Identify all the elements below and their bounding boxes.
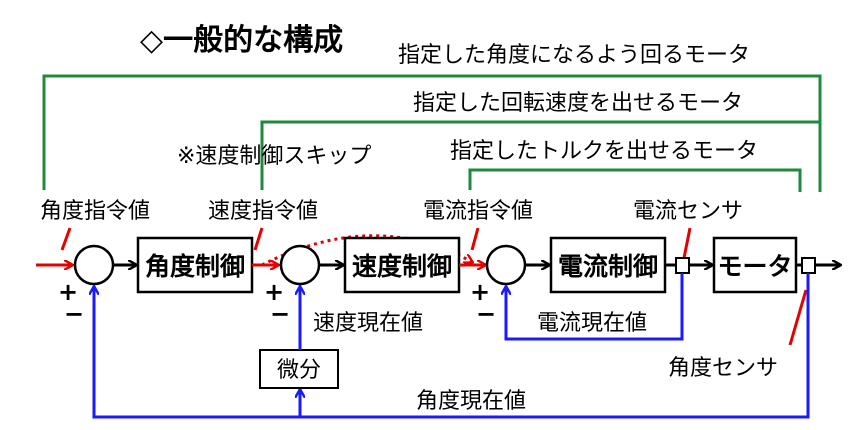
angle-sensor-pointer [788,289,808,346]
speed-ref-label: 速度指令値 [208,199,318,224]
angle-feedback-label: 角度現在値 [416,389,526,414]
current-sensor-label: 電流センサ [633,199,743,224]
current-feedback-label: 電流現在値 [537,311,647,336]
speed-control-label: 速度制御 [352,252,452,281]
summing-junction-current [485,244,527,286]
motor-label: モータ [717,252,792,281]
minus-sign-2: − [270,300,290,328]
summing-junction-angle [73,244,115,286]
summing-junction-speed [279,244,321,286]
minus-sign-3: − [476,300,496,328]
current-ref-label: 電流指令値 [423,199,533,224]
diagram-title: ◇一般的な構成 [140,23,343,58]
plus-sign-2: + [264,278,284,306]
current-feedback-line [506,273,684,341]
current-control-label: 電流制御 [558,252,658,281]
inner-loop-label: 指定したトルクを出せるモータ [450,139,758,164]
angle-control-label: 角度制御 [145,252,245,281]
outer-loop-label: 指定した角度になるよう回るモータ [398,43,750,68]
current-sensor-box [675,257,690,274]
angle-feedback-line [94,273,810,419]
angle-ref-pointer [60,227,72,251]
angle-sensor-box [801,257,816,274]
outer-loop-bracket [42,74,822,192]
plus-sign-1: + [58,278,78,306]
current-ref-pointer [470,227,480,251]
middle-loop-label: 指定した回転速度を出せるモータ [413,91,743,116]
plus-sign-3: + [470,278,490,306]
angle-sensor-label: 角度センサ [668,356,778,381]
angle-ref-label: 角度指令値 [40,199,150,224]
speed-feedback-label: 速度現在値 [313,311,423,336]
speed-ref-pointer [253,227,264,251]
current-sensor-pointer [682,227,692,259]
middle-loop-bracket [260,120,820,190]
minus-sign-1: − [64,300,84,328]
diff-block [259,349,339,389]
inner-loop-bracket [468,168,802,192]
skip-note: ※速度制御スキップ [177,144,371,169]
diff-label: 微分 [277,358,321,383]
